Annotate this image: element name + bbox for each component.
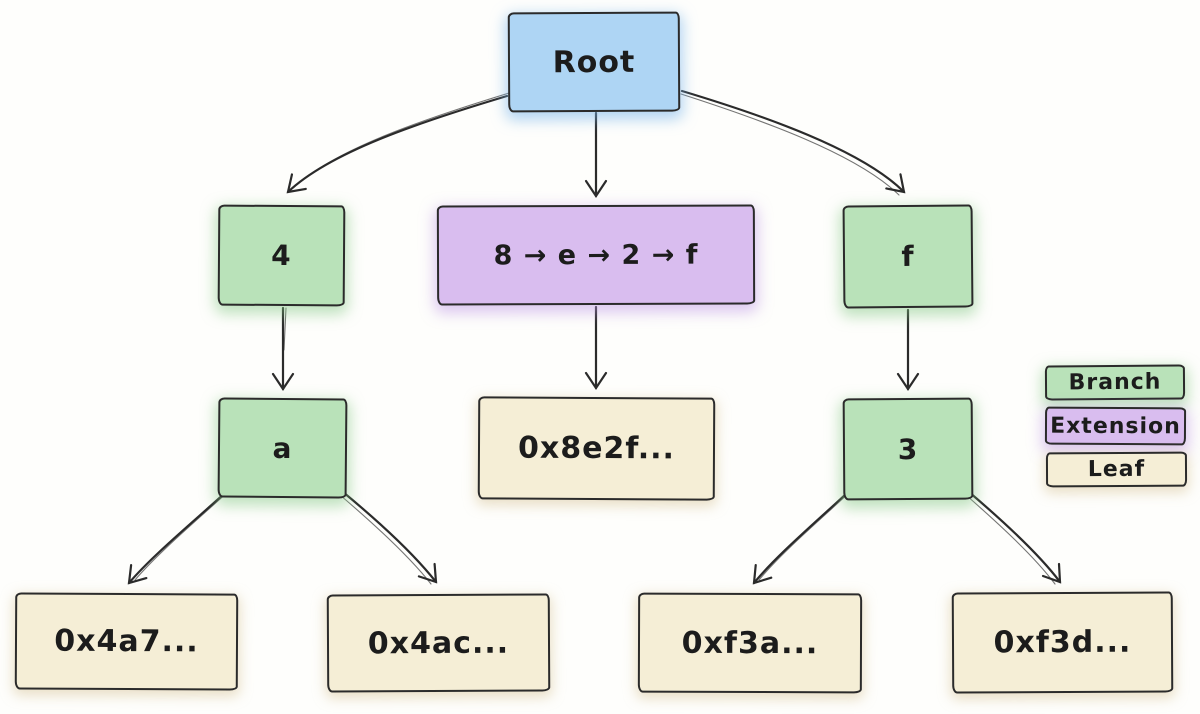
edge-branch-4-to-branch-a-sketch <box>283 307 287 351</box>
node-branch-a: a <box>217 397 348 499</box>
node-root-label: Root <box>552 44 636 80</box>
node-branch-f: f <box>842 204 974 309</box>
node-root: Root <box>507 11 681 113</box>
edge-branch-a-to-leaf-4ac-sketch <box>339 494 432 585</box>
node-branch-3: 3 <box>842 397 974 501</box>
edge-root-to-branch-f <box>680 89 906 194</box>
legend-item-extension: Extension <box>1044 406 1187 446</box>
legend-leaf-label: Leaf <box>1087 456 1146 483</box>
edge-root-to-branch-f-sketch <box>680 93 900 196</box>
legend-item-branch: Branch <box>1044 364 1186 401</box>
node-branch-a-label: a <box>272 431 293 465</box>
node-leaf-8e2f-label: 0x8e2f... <box>517 430 676 467</box>
edge-branch-3-to-leaf-f3a-sketch <box>758 490 852 581</box>
node-branch-4: 4 <box>217 204 346 307</box>
legend-item-leaf: Leaf <box>1045 451 1188 488</box>
node-leaf-4ac: 0x4ac... <box>326 593 551 693</box>
node-leaf-f3d-label: 0xf3d... <box>993 624 1132 661</box>
edge-branch-3-to-leaf-f3d-sketch <box>965 494 1056 585</box>
node-leaf-4a7-label: 0x4a7... <box>54 623 199 660</box>
legend-branch-label: Branch <box>1068 369 1162 396</box>
node-extension-label: 8 → e → 2 → f <box>493 239 699 271</box>
legend-extension-label: Extension <box>1050 413 1181 439</box>
node-branch-f-label: f <box>901 239 915 274</box>
edge-branch-3-to-leaf-f3a <box>752 491 849 585</box>
node-leaf-f3a-label: 0xf3a... <box>681 625 819 661</box>
edge-branch-a-to-leaf-4a7 <box>127 491 227 585</box>
node-leaf-4ac-label: 0x4ac... <box>367 625 510 661</box>
node-branch-3-label: 3 <box>897 432 919 466</box>
edge-branch-a-to-leaf-4a7-sketch <box>134 490 230 581</box>
edge-root-to-branch-4-sketch <box>292 92 510 189</box>
node-leaf-f3a: 0xf3a... <box>637 592 863 694</box>
node-leaf-f3d: 0xf3d... <box>951 591 1174 694</box>
edge-root-to-branch-4 <box>286 94 509 194</box>
node-leaf-8e2f: 0x8e2f... <box>477 396 716 501</box>
node-extension: 8 → e → 2 → f <box>436 204 756 306</box>
edge-branch-a-to-leaf-4ac <box>341 490 438 584</box>
node-branch-4-label: 4 <box>271 238 292 273</box>
edge-branch-3-to-leaf-f3d <box>967 490 1062 584</box>
node-leaf-4a7: 0x4a7... <box>14 592 239 691</box>
